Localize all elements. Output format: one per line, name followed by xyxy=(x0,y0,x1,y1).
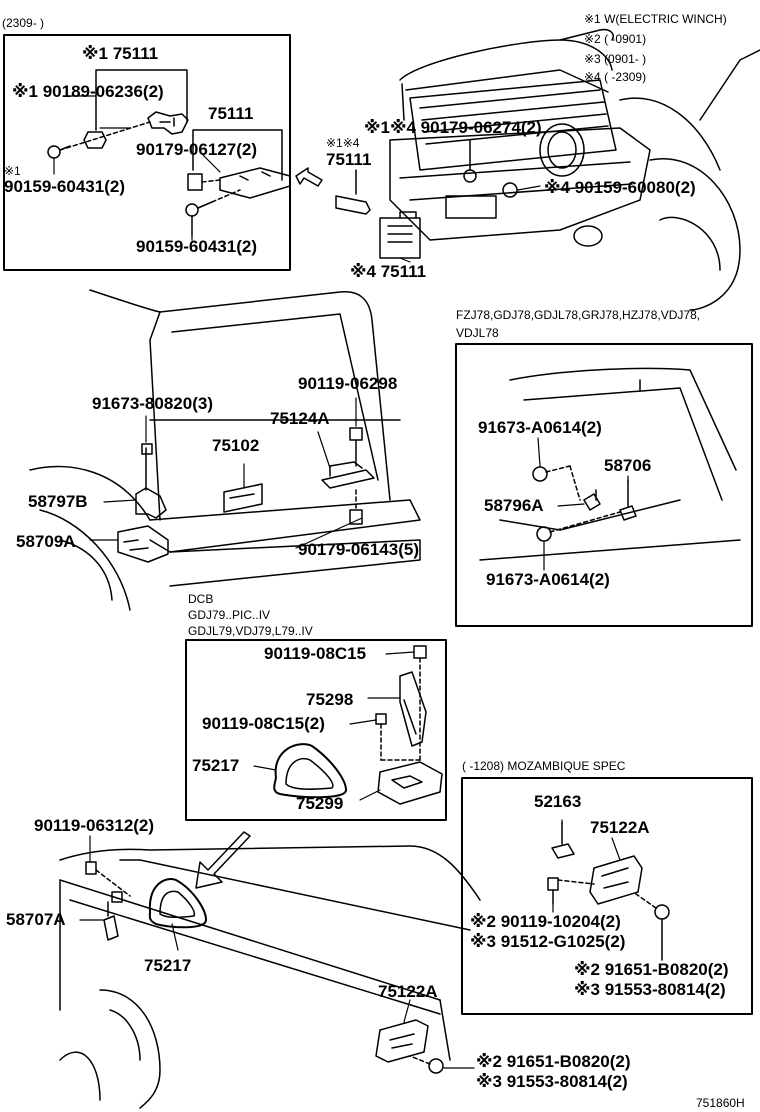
part-label-90159-60080: ※4 90159-60080(2) xyxy=(544,178,696,197)
part-label-75111-x4: ※4 75111 xyxy=(350,262,427,281)
part-label-91651-B0820-moz: ※2 91651-B0820(2) xyxy=(574,960,729,979)
part-label-58707A: 58707A xyxy=(6,910,66,929)
legend-note-2: ※2 ( -0901) xyxy=(584,32,647,46)
part-label-75102: 75102 xyxy=(212,436,260,455)
inset-box-fzj78 xyxy=(455,343,753,627)
part-label-90179-06274: ※1※4 90179-06274(2) xyxy=(364,118,542,137)
truck-bed-view xyxy=(59,845,481,1109)
pointer-arrow-top xyxy=(295,167,323,187)
part-label-75299: 75299 xyxy=(296,794,344,813)
part-label-75111-front: 75111 xyxy=(326,150,372,169)
dcb-note-line-3: GDJL79,VDJ79,L79..IV xyxy=(188,624,313,638)
part-label-90189-06236: ※1 90189-06236(2) xyxy=(12,82,164,101)
legend-note-4: ※4 ( -2309) xyxy=(584,70,647,84)
part-label-90159-60431-b: 90159-60431(2) xyxy=(136,237,257,256)
part-label-75217-bed: 75217 xyxy=(144,956,192,975)
part-label-91512-G1025: ※3 91512-G1025(2) xyxy=(470,932,626,951)
part-label-75298: 75298 xyxy=(306,690,354,709)
diagram-code: 751860H xyxy=(696,1096,745,1110)
part-label-58796A: 58796A xyxy=(484,496,544,515)
dcb-note-line-2: GDJ79..PIC..IV xyxy=(188,608,271,622)
part-label-91673-80820: 91673-80820(3) xyxy=(92,394,213,413)
inset-box-mozambique xyxy=(461,777,753,1015)
part-label-75122A-bed: 75122A xyxy=(378,982,438,1001)
mozambique-note: ( -1208) MOZAMBIQUE SPEC xyxy=(462,759,626,773)
part-label-90119-10204: ※2 90119-10204(2) xyxy=(470,912,621,931)
part-label-91673-A0614-lower: 91673-A0614(2) xyxy=(486,570,610,589)
top-left-range-note: (2309- ) xyxy=(2,16,45,30)
part-label-91553-80814-moz: ※3 91553-80814(2) xyxy=(574,980,726,999)
part-label-52163: 52163 xyxy=(534,792,582,811)
part-label-91553-80814-bed: ※3 91553-80814(2) xyxy=(476,1072,628,1091)
legend-note-1: ※1 W(ELECTRIC WINCH) xyxy=(584,12,727,26)
pointer-arrow-bed xyxy=(195,831,251,889)
truck-front-view xyxy=(335,28,760,311)
part-label-90119-06312: 90119-06312(2) xyxy=(34,816,155,835)
leader-lines xyxy=(53,95,629,1069)
part-label-58797B: 58797B xyxy=(28,492,88,511)
part-label-75111-bracket: 75111 xyxy=(208,104,254,123)
part-label-58706: 58706 xyxy=(604,456,652,475)
part-label-90119-08C15: 90119-08C15 xyxy=(264,644,367,663)
truck-side-rear-view xyxy=(29,289,421,611)
part-label-90179-06127: 90179-06127(2) xyxy=(136,140,257,159)
legend-note-3: ※3 (0901- ) xyxy=(584,52,647,66)
part-label-90159-60431-a: 90159-60431(2) xyxy=(4,177,125,196)
dcb-note-line-1: DCB xyxy=(188,592,214,606)
part-label-90179-06143: 90179-06143(5) xyxy=(298,540,419,559)
part-label-90119-06298: 90119-06298 xyxy=(298,374,398,393)
part-label-75111-winch: ※1 75111 xyxy=(82,44,159,63)
inset-box-winch xyxy=(3,34,291,271)
part-label-90119-08C15-2: 90119-08C15(2) xyxy=(202,714,325,733)
part-label-58709A: 58709A xyxy=(16,532,76,551)
part-label-91651-B0820-bed: ※2 91651-B0820(2) xyxy=(476,1052,631,1071)
part-note-x1x4: ※1※4 xyxy=(326,136,360,150)
part-label-75124A: 75124A xyxy=(270,409,330,428)
model-note-line-1: FZJ78,GDJ78,GDJL78,GRJ78,HZJ78,VDJ78, xyxy=(456,308,701,322)
part-label-91673-A0614-upper: 91673-A0614(2) xyxy=(478,418,602,437)
part-label-75122A-moz: 75122A xyxy=(590,818,650,837)
part-note-x1: ※1 xyxy=(4,164,21,178)
part-label-75217-dcb: 75217 xyxy=(192,756,240,775)
model-note-line-2: VDJL78 xyxy=(456,326,499,340)
